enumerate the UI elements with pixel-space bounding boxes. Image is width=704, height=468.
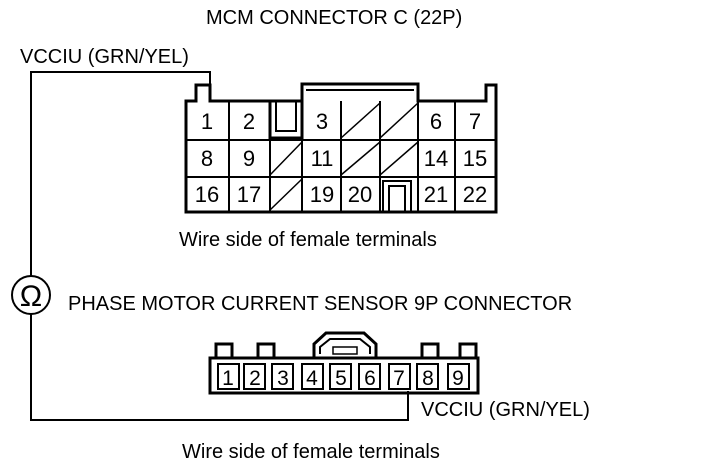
sensor-pin: 9 xyxy=(452,367,464,390)
mcm-pin: 22 xyxy=(463,182,487,207)
mcm-pin: 3 xyxy=(316,109,328,134)
sensor-connector-housing xyxy=(208,356,480,395)
mcm-pin: 15 xyxy=(463,146,487,171)
mcm-connector: 1 2 3 6 7 8 9 11 14 15 16 17 19 20 21 22 xyxy=(184,82,498,214)
sensor-pin: 7 xyxy=(393,367,405,390)
mcm-pin: 6 xyxy=(430,109,442,134)
sensor-pin: 5 xyxy=(335,367,347,390)
sensor-lock-tab xyxy=(312,331,378,358)
mcm-pin: 21 xyxy=(424,182,448,207)
sensor-pin: 1 xyxy=(222,367,234,390)
mcm-wire-label: VCCIU (GRN/YEL) xyxy=(20,46,189,68)
sensor-pin: 4 xyxy=(306,367,318,390)
mcm-pin: 16 xyxy=(195,182,219,207)
sensor-connector-caption: Wire side of female terminals xyxy=(182,441,440,463)
sensor-pin-cells xyxy=(217,363,470,390)
sensor-connector-title: PHASE MOTOR CURRENT SENSOR 9P CONNECTOR xyxy=(68,293,572,315)
mcm-pin: 17 xyxy=(237,182,261,207)
mcm-pin: 20 xyxy=(348,182,372,207)
sensor-pin: 3 xyxy=(277,367,289,390)
sensor-pin: 8 xyxy=(422,367,434,390)
mcm-pin: 7 xyxy=(469,109,481,134)
mcm-pin: 14 xyxy=(424,146,448,171)
mcm-pin: 19 xyxy=(310,182,334,207)
ohmmeter-icon: Ω xyxy=(11,275,51,315)
sensor-connector: 1 2 3 4 5 6 7 8 9 xyxy=(208,331,480,395)
mcm-pin: 2 xyxy=(243,109,255,134)
mcm-pin: 9 xyxy=(243,146,255,171)
mcm-connector-title: MCM CONNECTOR C (22P) xyxy=(206,7,462,29)
sensor-pin: 6 xyxy=(364,367,376,390)
mcm-connector-caption: Wire side of female terminals xyxy=(179,229,437,251)
mcm-empty-cavities xyxy=(269,102,419,211)
mcm-pin: 1 xyxy=(201,109,213,134)
ohm-symbol: Ω xyxy=(20,280,42,313)
mcm-pin: 11 xyxy=(311,146,334,171)
mcm-connector-housing xyxy=(184,82,498,214)
sensor-pin: 2 xyxy=(249,367,261,390)
mcm-pin: 8 xyxy=(201,146,213,171)
sensor-wire-label: VCCIU (GRN/YEL) xyxy=(421,399,590,421)
